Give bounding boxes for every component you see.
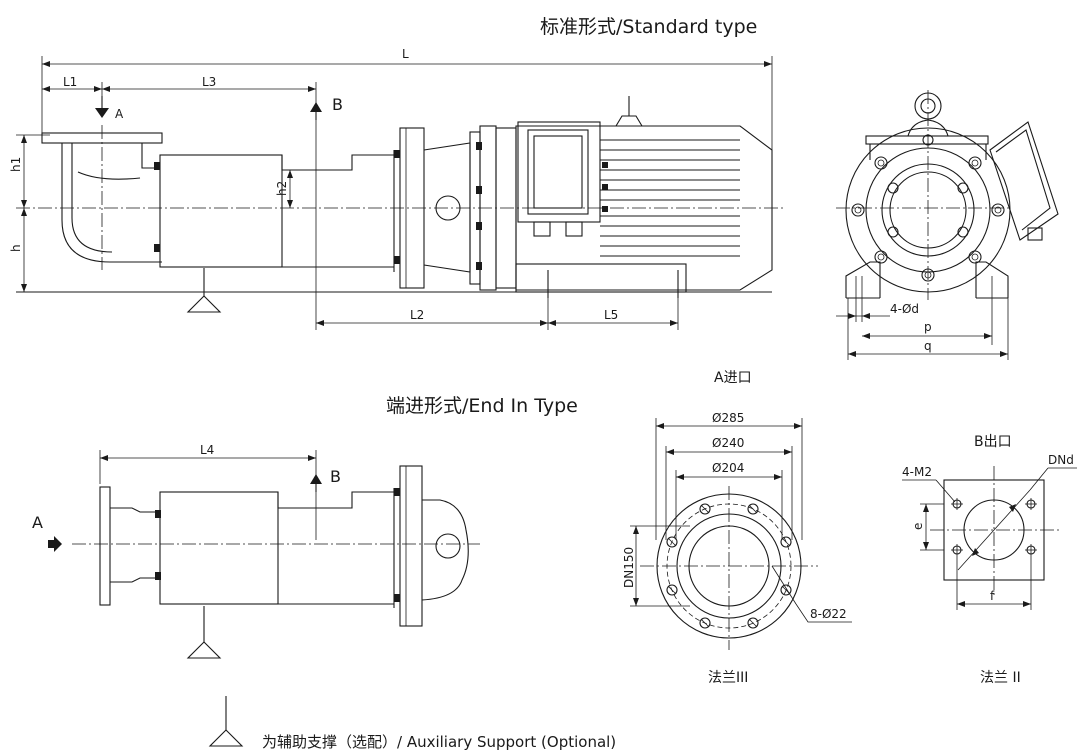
dim-L1: L1 (63, 75, 77, 89)
flange-ii-bolts (951, 498, 1037, 556)
flange-iii-bolts (666, 503, 792, 629)
standard-type-title: 标准形式/Standard type (540, 16, 757, 38)
end-in-side-view: L4 B A (32, 443, 480, 659)
dim-L2: L2 (410, 308, 424, 322)
flange-iii-view: A进口 Ø285 Ø240 Ø204 (622, 370, 852, 686)
inlet-a-title: A进口 (714, 370, 752, 386)
dim-L4: L4 (200, 443, 214, 457)
marker-A-endin: A (32, 513, 43, 532)
dim-q: q (924, 339, 932, 353)
legend: 为辅助支撑（选配）/ Auxiliary Support (Optional) (208, 696, 616, 751)
end-in-type-title: 端进形式/End In Type (386, 395, 578, 417)
dim-L: L (402, 47, 409, 61)
dim-holes: 8-Ø22 (810, 607, 847, 621)
marker-B-standard: B (332, 95, 343, 114)
dim-p: p (924, 320, 932, 334)
dim-4-m2: 4-M2 (902, 465, 932, 479)
support-symbol-icon (208, 729, 244, 747)
legend-support-note: 为辅助支撑（选配）/ Auxiliary Support (Optional) (262, 733, 616, 751)
dim-dnd: DNd (1048, 453, 1074, 467)
marker-A-standard: A (115, 107, 124, 121)
standard-side-view: L L1 L3 A B h1 h (9, 47, 785, 330)
dim-dn150: DN150 (622, 547, 636, 588)
flange-iii-title: 法兰III (708, 670, 748, 686)
dim-phi240: Ø240 (712, 436, 744, 450)
marker-B-endin: B (330, 467, 341, 486)
dim-L3: L3 (202, 75, 216, 89)
dim-4-phid: 4-Ød (890, 302, 919, 316)
dim-e: e (911, 523, 925, 530)
dim-h1: h1 (9, 157, 23, 172)
dim-phi285: Ø285 (712, 411, 744, 425)
standard-end-view: 4-Ød p q (836, 90, 1059, 360)
dim-h2: h2 (275, 181, 289, 196)
dim-f: f (990, 589, 995, 603)
dim-phi204: Ø204 (712, 461, 744, 475)
flange-ii-title: 法兰 II (980, 670, 1021, 686)
dim-L5: L5 (604, 308, 618, 322)
dim-h: h (9, 244, 23, 252)
flange-ii-view: B出口 DNd 4-M2 e f 法兰 II (902, 434, 1077, 686)
outlet-b-title: B出口 (974, 434, 1012, 450)
end-view-bolts (851, 134, 1005, 282)
